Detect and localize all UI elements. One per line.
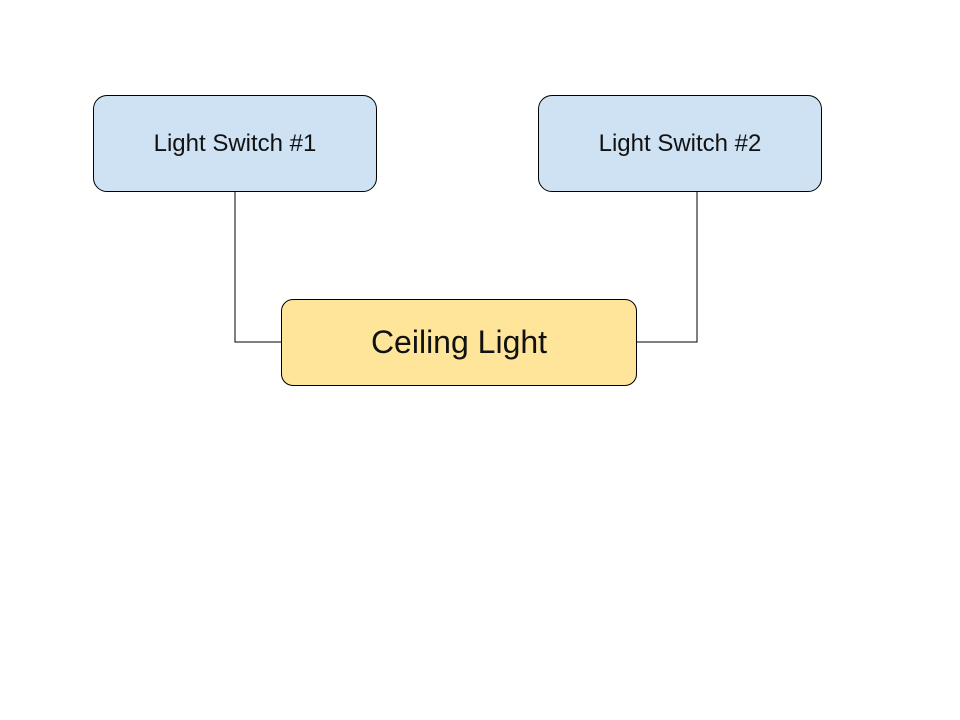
light-switch-1-label: Light Switch #1 xyxy=(153,129,317,157)
ceiling-light-label: Ceiling Light xyxy=(370,324,548,360)
connector-switch-2-to-ceiling-light xyxy=(637,192,698,343)
light-switch-2-node[interactable]: Light Switch #2 xyxy=(538,95,822,192)
light-switch-1-node[interactable]: Light Switch #1 xyxy=(93,95,377,192)
ceiling-light-node[interactable]: Ceiling Light xyxy=(281,299,637,386)
connector-switch-1-to-ceiling-light xyxy=(234,192,281,343)
light-switch-2-label: Light Switch #2 xyxy=(598,129,762,157)
